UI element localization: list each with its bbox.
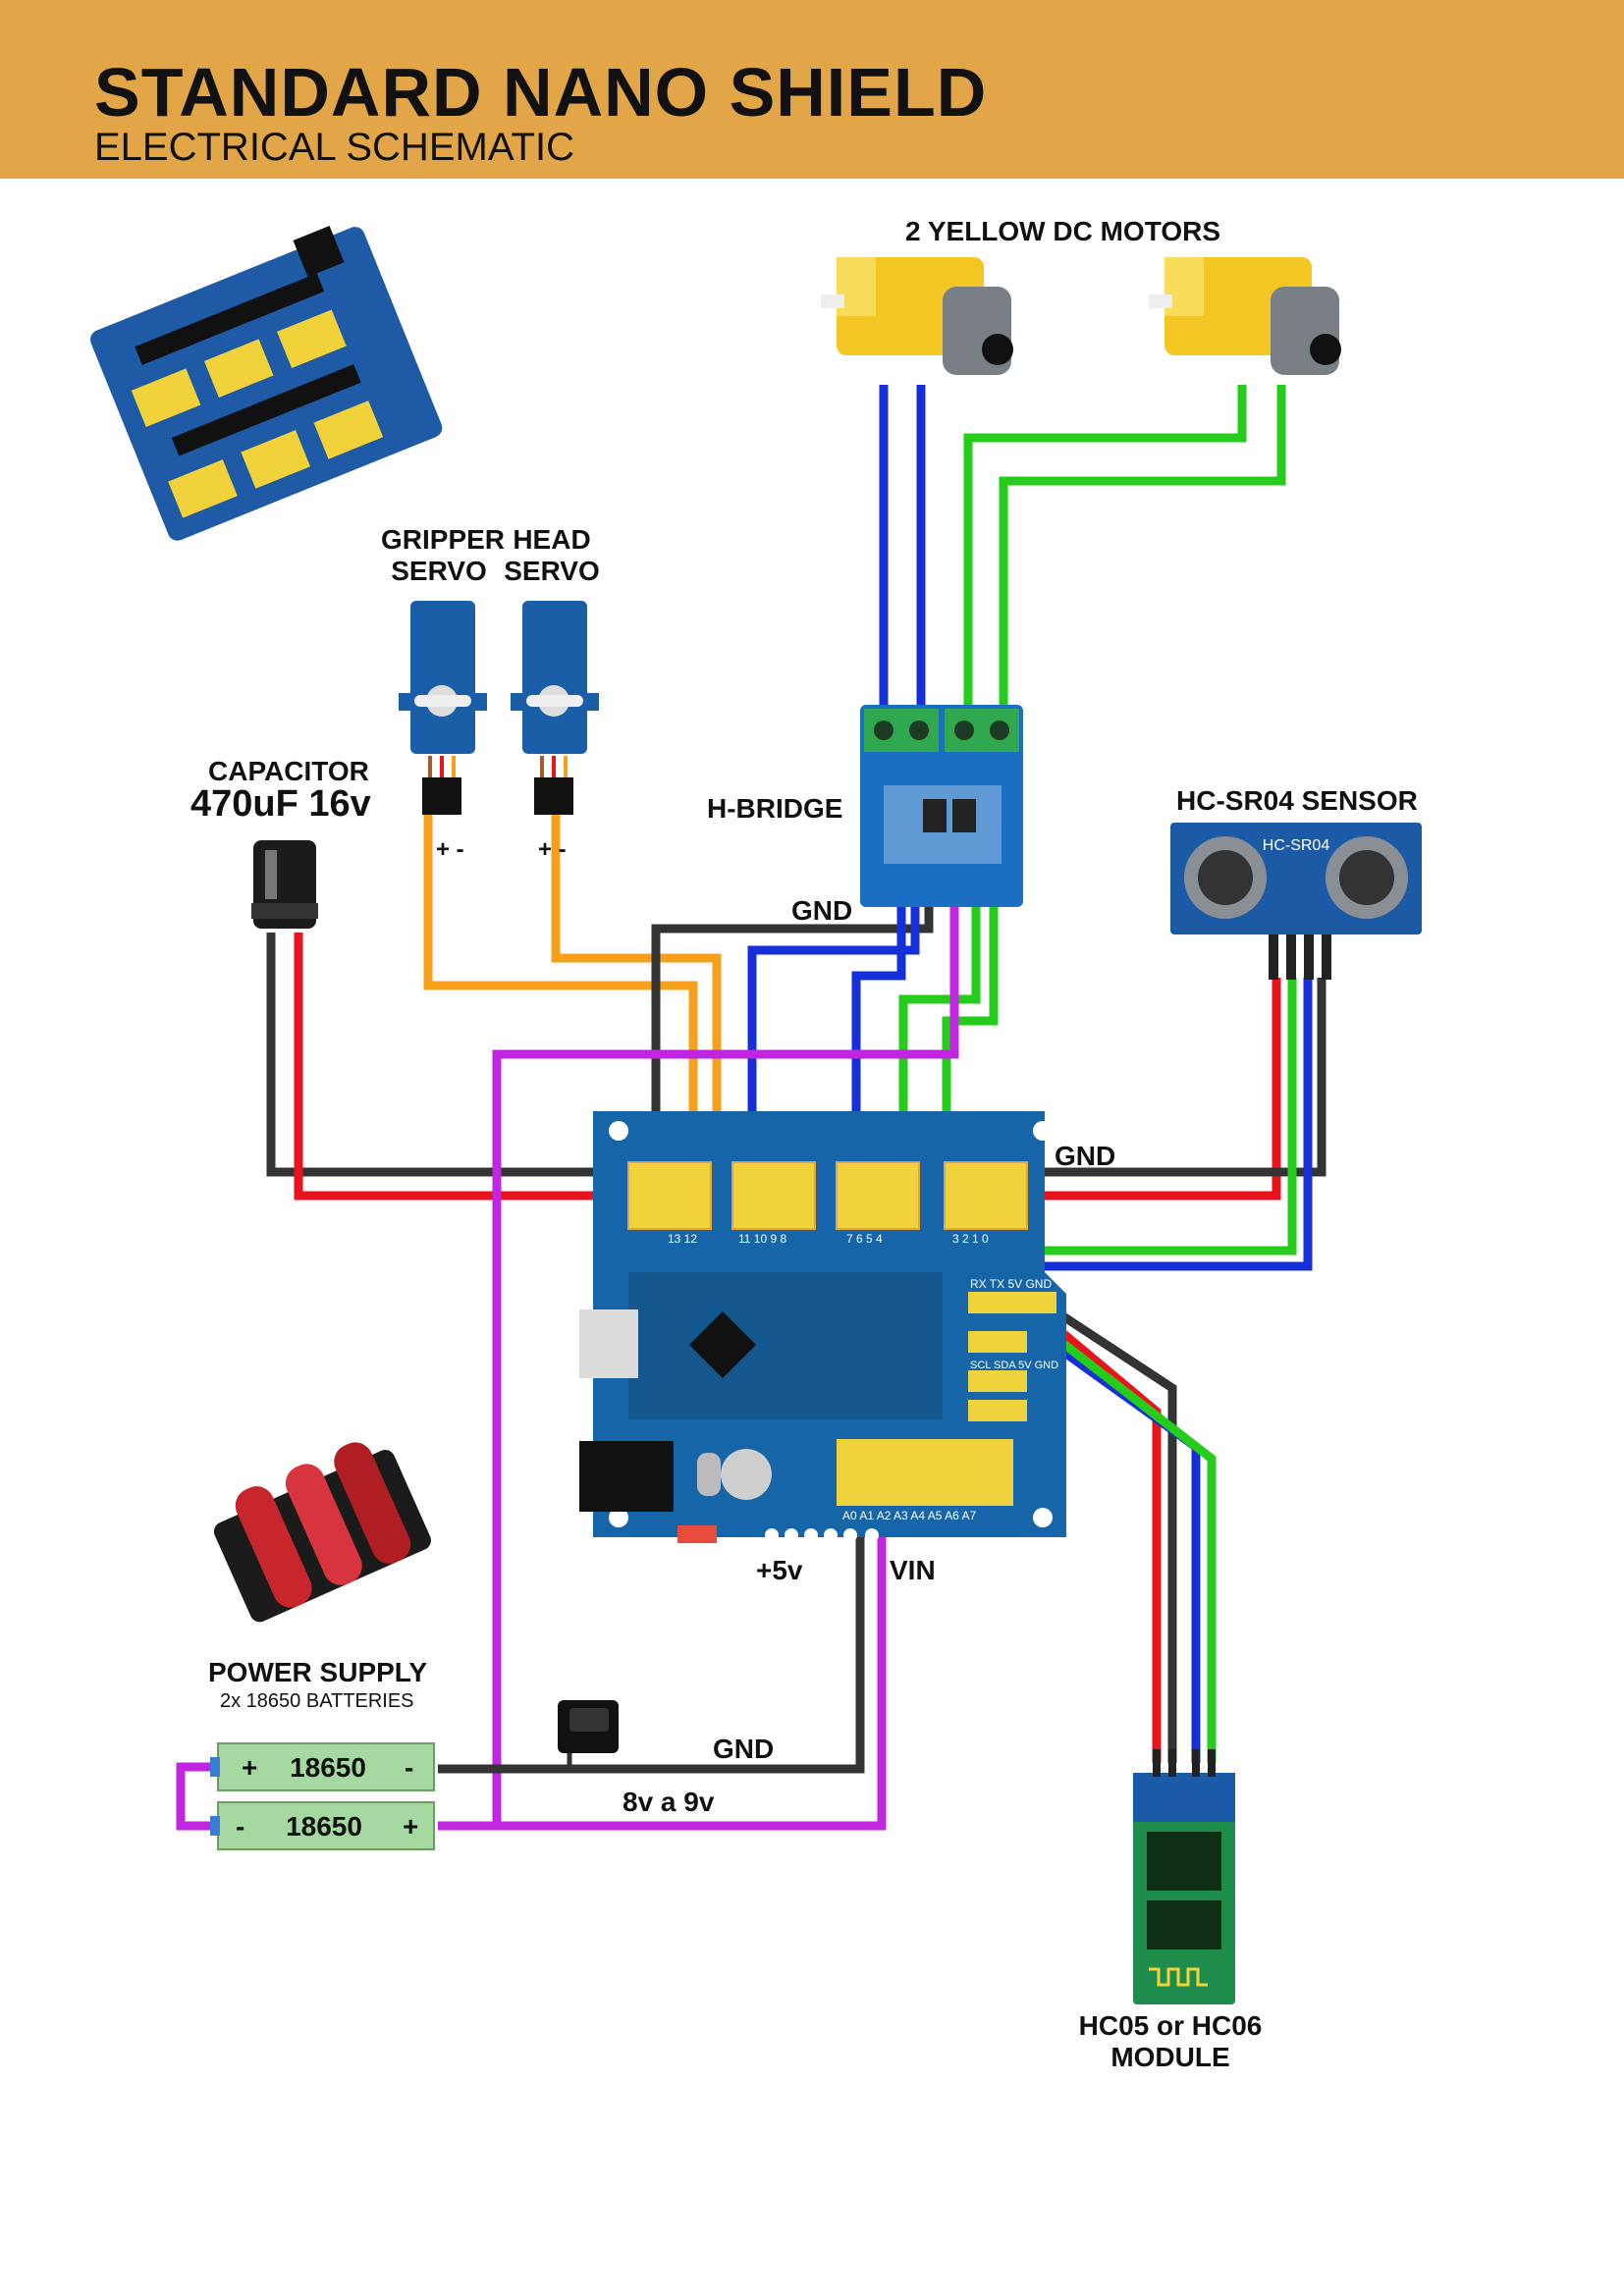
capacitor	[251, 840, 318, 929]
head-servo-label-line2: SERVO	[504, 556, 600, 586]
bt-rxd-wire	[1006, 1298, 1217, 1763]
sensor-vcc-wire	[1021, 978, 1281, 1201]
head-servo-label-line1: HEAD	[513, 524, 591, 555]
capacitor-gnd-wire	[266, 933, 656, 1177]
sensor-chip-label: HC-SR04	[1263, 837, 1330, 854]
header-2-label: 11 10 9 8	[738, 1232, 786, 1246]
head-servo-wire	[551, 805, 722, 1217]
head-servo	[511, 601, 599, 815]
gnd-right-label: GND	[1055, 1141, 1116, 1171]
motors-label: 2 YELLOW DC MOTORS	[905, 216, 1220, 246]
cell1-plus: +	[242, 1752, 257, 1783]
gnd-top-label: GND	[791, 895, 853, 926]
gnd-bottom-label: GND	[713, 1734, 775, 1764]
hc-sr04-sensor: HC-SR04	[1170, 823, 1422, 980]
head-servo-polarity: + -	[538, 836, 567, 863]
h-bridge-module	[860, 705, 1023, 907]
cell2-plus: +	[403, 1811, 418, 1842]
battery-cell-2: - 18650 +	[210, 1801, 435, 1850]
power-supply-label: POWER SUPPLY	[208, 1657, 428, 1687]
motor-left	[821, 257, 1013, 375]
power-switch	[558, 1700, 619, 1769]
voltage-label: 8v a 9v	[623, 1787, 715, 1817]
motor-a-wire-2	[999, 385, 1286, 705]
hbridge-label: H-BRIDGE	[707, 793, 843, 824]
nano-shield-photo	[90, 226, 443, 541]
cell1-minus: -	[405, 1752, 413, 1783]
gripper-servo-polarity: + -	[436, 836, 464, 863]
hbridge-green-wire-1	[898, 903, 981, 1217]
gripper-servo	[399, 601, 487, 815]
hbridge-gnd-wire	[651, 903, 934, 1217]
bt-module-label-line2: MODULE	[1110, 2042, 1230, 2072]
supply-gnd-wire	[438, 1537, 865, 1774]
supply-vin-wire	[438, 1537, 887, 1831]
cell2-minus: -	[236, 1811, 244, 1842]
bt-gnd-wire	[1038, 1298, 1177, 1763]
analog-label: A0 A1 A2 A3 A4 A5 A6 A7	[842, 1509, 976, 1522]
cell2-name: 18650	[286, 1811, 362, 1842]
nano-shield-board: 13 12 11 10 9 8 7 6 5 4 3 2 1 0 RX TX 5V…	[579, 1111, 1066, 1543]
cell1-name: 18650	[290, 1752, 366, 1783]
header-bar: STANDARD NANO SHIELD ELECTRICAL SCHEMATI…	[0, 0, 1624, 179]
page-title: STANDARD NANO SHIELD	[94, 54, 988, 131]
power-supply-sub-label: 2x 18650 BATTERIES	[220, 1690, 414, 1712]
battery-holder-photo	[213, 1442, 431, 1623]
page-subtitle: ELECTRICAL SCHEMATIC	[94, 126, 574, 169]
hbridge-vcc-wire	[492, 903, 959, 1826]
gripper-servo-label-line2: SERVO	[391, 556, 487, 586]
sensor-label: HC-SR04 SENSOR	[1176, 785, 1418, 816]
sensor-gnd-wire	[1021, 978, 1326, 1177]
capacitor-label: CAPACITOR	[208, 756, 369, 786]
battery-cell-1: + 18650 -	[210, 1742, 435, 1791]
plus5v-label: +5v	[756, 1555, 803, 1585]
uart-label: RX TX 5V GND	[970, 1277, 1052, 1291]
header-3-label: 7 6 5 4	[846, 1232, 883, 1246]
gripper-servo-wire	[423, 805, 698, 1217]
battery-link-wire	[176, 1762, 218, 1831]
header-1-label: 13 12	[668, 1232, 697, 1246]
motor-a-wire-1	[963, 385, 1247, 705]
wires	[176, 385, 1326, 1831]
vin-label: VIN	[890, 1555, 936, 1585]
hbridge-blue-wire-1	[747, 903, 920, 1217]
gripper-servo-label-line1: GRIPPER	[381, 524, 506, 555]
capacitor-power-wire	[294, 933, 656, 1201]
motor-right	[1149, 257, 1341, 375]
bluetooth-module	[1133, 1749, 1235, 2004]
capacitor-value: 470uF 16v	[190, 783, 371, 825]
header-4-label: 3 2 1 0	[952, 1232, 989, 1246]
hbridge-blue-wire-2	[851, 903, 906, 1217]
i2c-label: SCL SDA 5V GND	[970, 1360, 1058, 1371]
bt-module-label-line1: HC05 or HC06	[1078, 2010, 1263, 2041]
